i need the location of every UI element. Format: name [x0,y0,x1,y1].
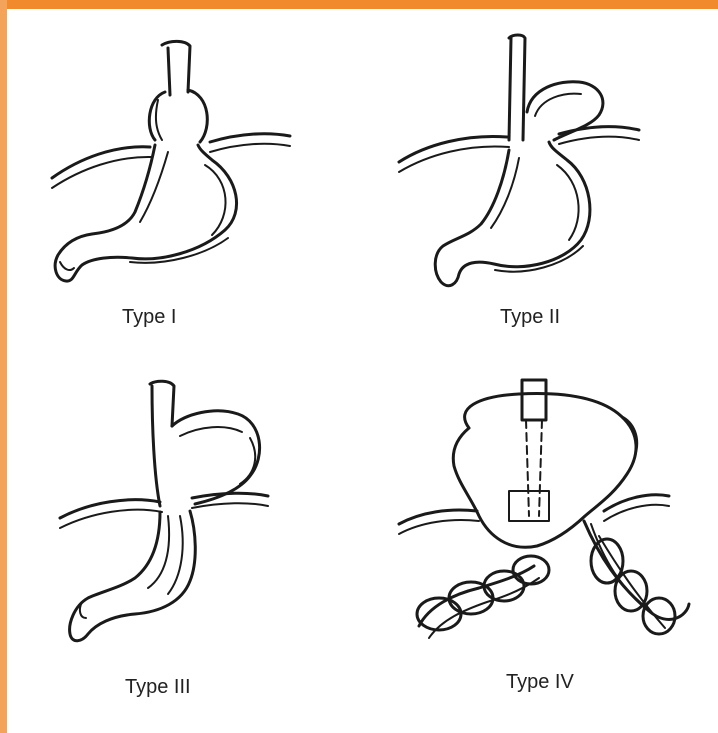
type-1-hernia-drawing [0,0,359,366]
panel-type-4: Type IV [359,366,718,733]
caption-type-3: Type III [125,676,191,699]
panel-type-3: Type III [0,366,359,733]
panel-type-2: Type II [359,0,718,366]
caption-type-2: Type II [500,306,560,329]
caption-type-1: Type I [122,306,176,329]
panel-type-1: Type I [0,0,359,366]
caption-type-4: Type IV [506,671,574,694]
